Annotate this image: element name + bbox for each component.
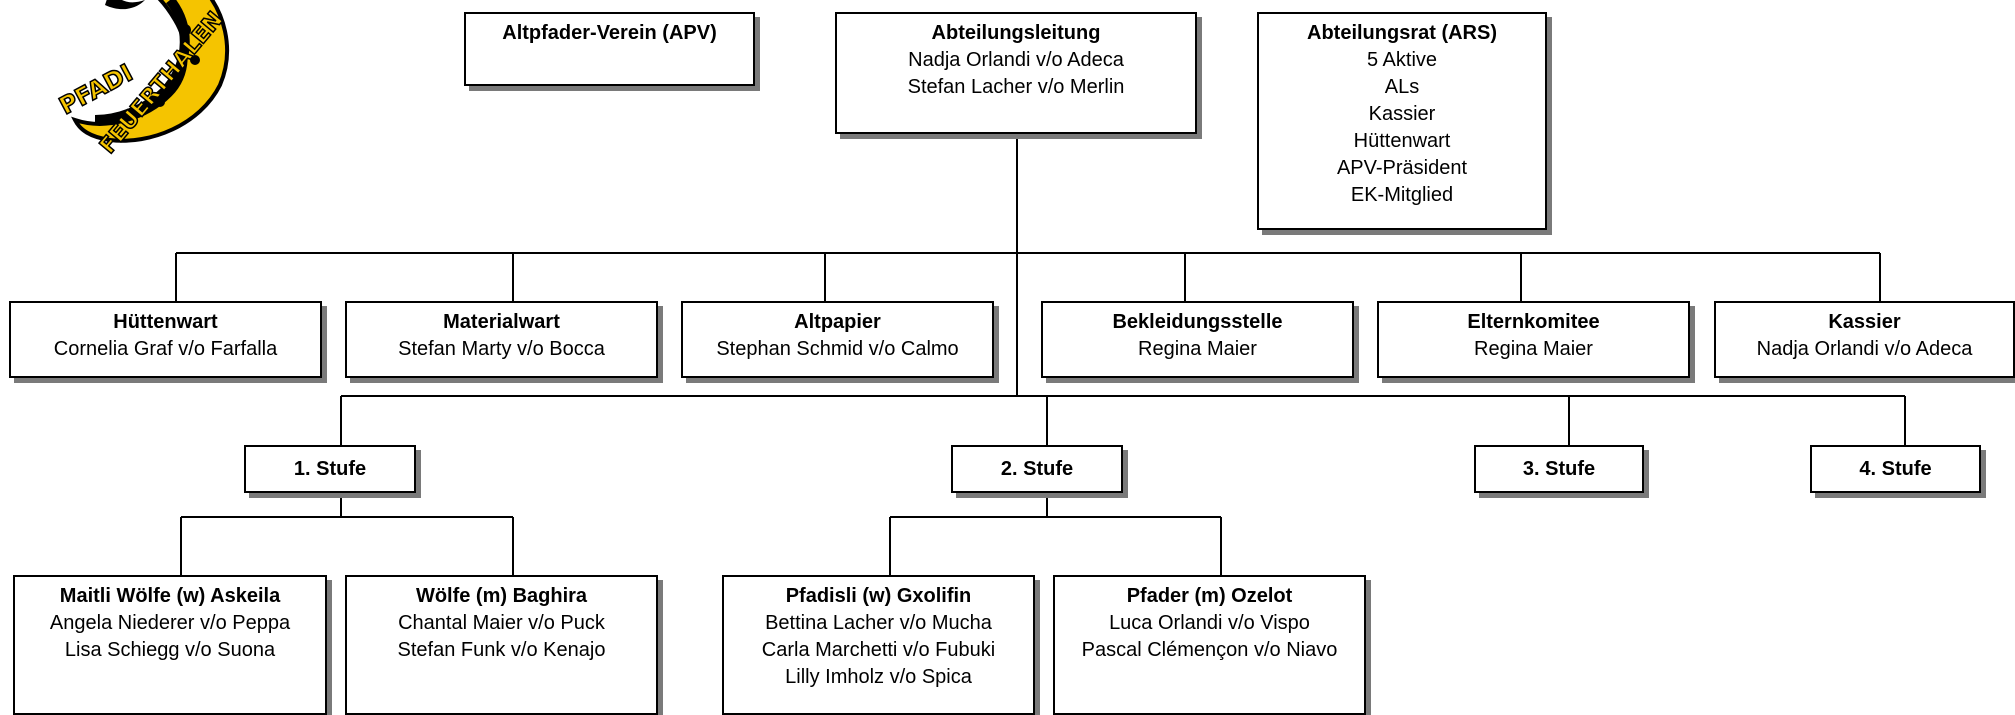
group-member: Pascal Clémençon v/o Niavo bbox=[1081, 639, 1338, 661]
stufe-box-2: 2. Stufe bbox=[951, 445, 1123, 493]
group-title: Maitli Wölfe (w) Askeila bbox=[59, 585, 281, 607]
role-box-elternkomitee: Elternkomitee Regina Maier bbox=[1377, 301, 1690, 378]
abteilungsrat-title: Abteilungsrat (ARS) bbox=[1307, 22, 1497, 44]
role-person: Nadja Orlandi v/o Adeca bbox=[1756, 338, 1973, 360]
org-chart-connectors bbox=[175, 134, 1906, 575]
role-box-materialwart: Materialwart Stefan Marty v/o Bocca bbox=[345, 301, 658, 378]
role-title: Materialwart bbox=[443, 311, 560, 333]
group-member: Bettina Lacher v/o Mucha bbox=[765, 612, 992, 634]
group-member: Stefan Funk v/o Kenajo bbox=[397, 639, 606, 661]
abteilungsrat-box: Abteilungsrat (ARS) 5 Aktive ALs Kassier… bbox=[1257, 12, 1547, 230]
stufe-box-1: 1. Stufe bbox=[244, 445, 416, 493]
group-box-pfader: Pfader (m) Ozelot Luca Orlandi v/o Vispo… bbox=[1053, 575, 1366, 715]
stufe-label: 4. Stufe bbox=[1859, 457, 1932, 480]
group-member: Chantal Maier v/o Puck bbox=[398, 612, 605, 634]
role-title: Elternkomitee bbox=[1467, 311, 1600, 333]
stufe-label: 1. Stufe bbox=[293, 457, 367, 480]
stufe-box-3: 3. Stufe bbox=[1474, 445, 1644, 493]
role-box-altpapier: Altpapier Stephan Schmid v/o Calmo bbox=[681, 301, 994, 378]
role-box-kassier: Kassier Nadja Orlandi v/o Adeca bbox=[1714, 301, 2015, 378]
group-box-woelfe: Wölfe (m) Baghira Chantal Maier v/o Puck… bbox=[345, 575, 658, 715]
group-title: Wölfe (m) Baghira bbox=[415, 585, 588, 607]
stufe-label: 2. Stufe bbox=[1000, 457, 1074, 480]
group-title: Pfader (m) Ozelot bbox=[1126, 585, 1293, 607]
rat-member: 5 Aktive bbox=[1366, 49, 1438, 71]
role-person: Regina Maier bbox=[1474, 338, 1593, 360]
role-person: Regina Maier bbox=[1138, 338, 1257, 360]
pfadi-feuerthalen-logo: PFADI FEUERTHALEN bbox=[54, 0, 229, 160]
group-member: Luca Orlandi v/o Vispo bbox=[1109, 612, 1310, 634]
group-member: Lisa Schiegg v/o Suona bbox=[64, 639, 276, 661]
role-person: Stephan Schmid v/o Calmo bbox=[716, 338, 959, 360]
group-title: Pfadisli (w) Gxolifin bbox=[785, 585, 972, 607]
stufe-box-4: 4. Stufe bbox=[1810, 445, 1981, 493]
role-title: Kassier bbox=[1828, 311, 1901, 333]
group-box-pfadisli: Pfadisli (w) Gxolifin Bettina Lacher v/o… bbox=[722, 575, 1035, 715]
rat-member: Kassier bbox=[1368, 103, 1436, 125]
stufe-label: 3. Stufe bbox=[1522, 457, 1596, 480]
leitung-member: Nadja Orlandi v/o Adeca bbox=[908, 49, 1124, 71]
apv-box: Altpfader-Verein (APV) bbox=[464, 12, 755, 86]
abteilungsleitung-title: Abteilungsleitung bbox=[931, 22, 1101, 44]
group-member: Angela Niederer v/o Peppa bbox=[49, 612, 291, 634]
rat-member: ALs bbox=[1384, 76, 1420, 98]
group-member: Lilly Imholz v/o Spica bbox=[785, 666, 972, 688]
role-person: Stefan Marty v/o Bocca bbox=[398, 338, 605, 360]
role-title: Hüttenwart bbox=[113, 311, 218, 333]
role-title: Bekleidungsstelle bbox=[1112, 311, 1283, 333]
group-box-maitli-woelfe: Maitli Wölfe (w) Askeila Angela Niederer… bbox=[13, 575, 327, 715]
role-title: Altpapier bbox=[794, 311, 881, 333]
role-person: Cornelia Graf v/o Farfalla bbox=[53, 338, 278, 360]
role-box-bekleidungsstelle: Bekleidungsstelle Regina Maier bbox=[1041, 301, 1354, 378]
abteilungsleitung-box: Abteilungsleitung Nadja Orlandi v/o Adec… bbox=[835, 12, 1197, 134]
apv-title: Altpfader-Verein (APV) bbox=[502, 22, 717, 44]
role-box-huettenwart: Hüttenwart Cornelia Graf v/o Farfalla bbox=[9, 301, 322, 378]
rat-member: APV-Präsident bbox=[1336, 157, 1468, 179]
rat-member: Hüttenwart bbox=[1353, 130, 1451, 152]
group-member: Carla Marchetti v/o Fubuki bbox=[761, 639, 996, 661]
rat-member: EK-Mitglied bbox=[1350, 184, 1454, 206]
leitung-member: Stefan Lacher v/o Merlin bbox=[907, 76, 1125, 98]
